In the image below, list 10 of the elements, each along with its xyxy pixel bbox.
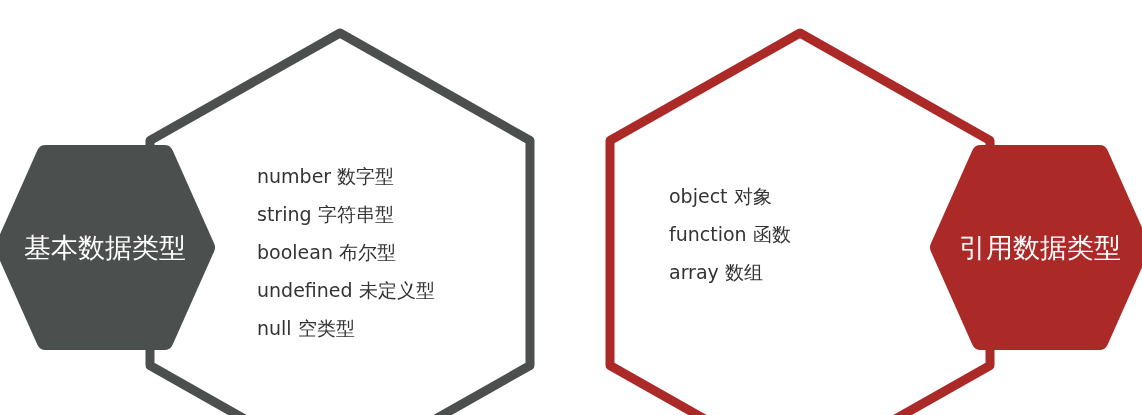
list-item: object 对象 xyxy=(669,184,772,208)
hexagon-label: 基本数据类型 xyxy=(23,230,187,265)
list-item: array 数组 xyxy=(669,260,763,284)
list-item: undefined 未定义型 xyxy=(257,278,435,302)
list-item: boolean 布尔型 xyxy=(257,240,396,264)
list-item: function 函数 xyxy=(669,222,791,246)
list-item: null 空类型 xyxy=(257,316,355,340)
hexagon-label: 引用数据类型 xyxy=(958,230,1122,265)
list-item: number 数字型 xyxy=(257,164,395,188)
list-item: string 字符串型 xyxy=(257,202,394,226)
